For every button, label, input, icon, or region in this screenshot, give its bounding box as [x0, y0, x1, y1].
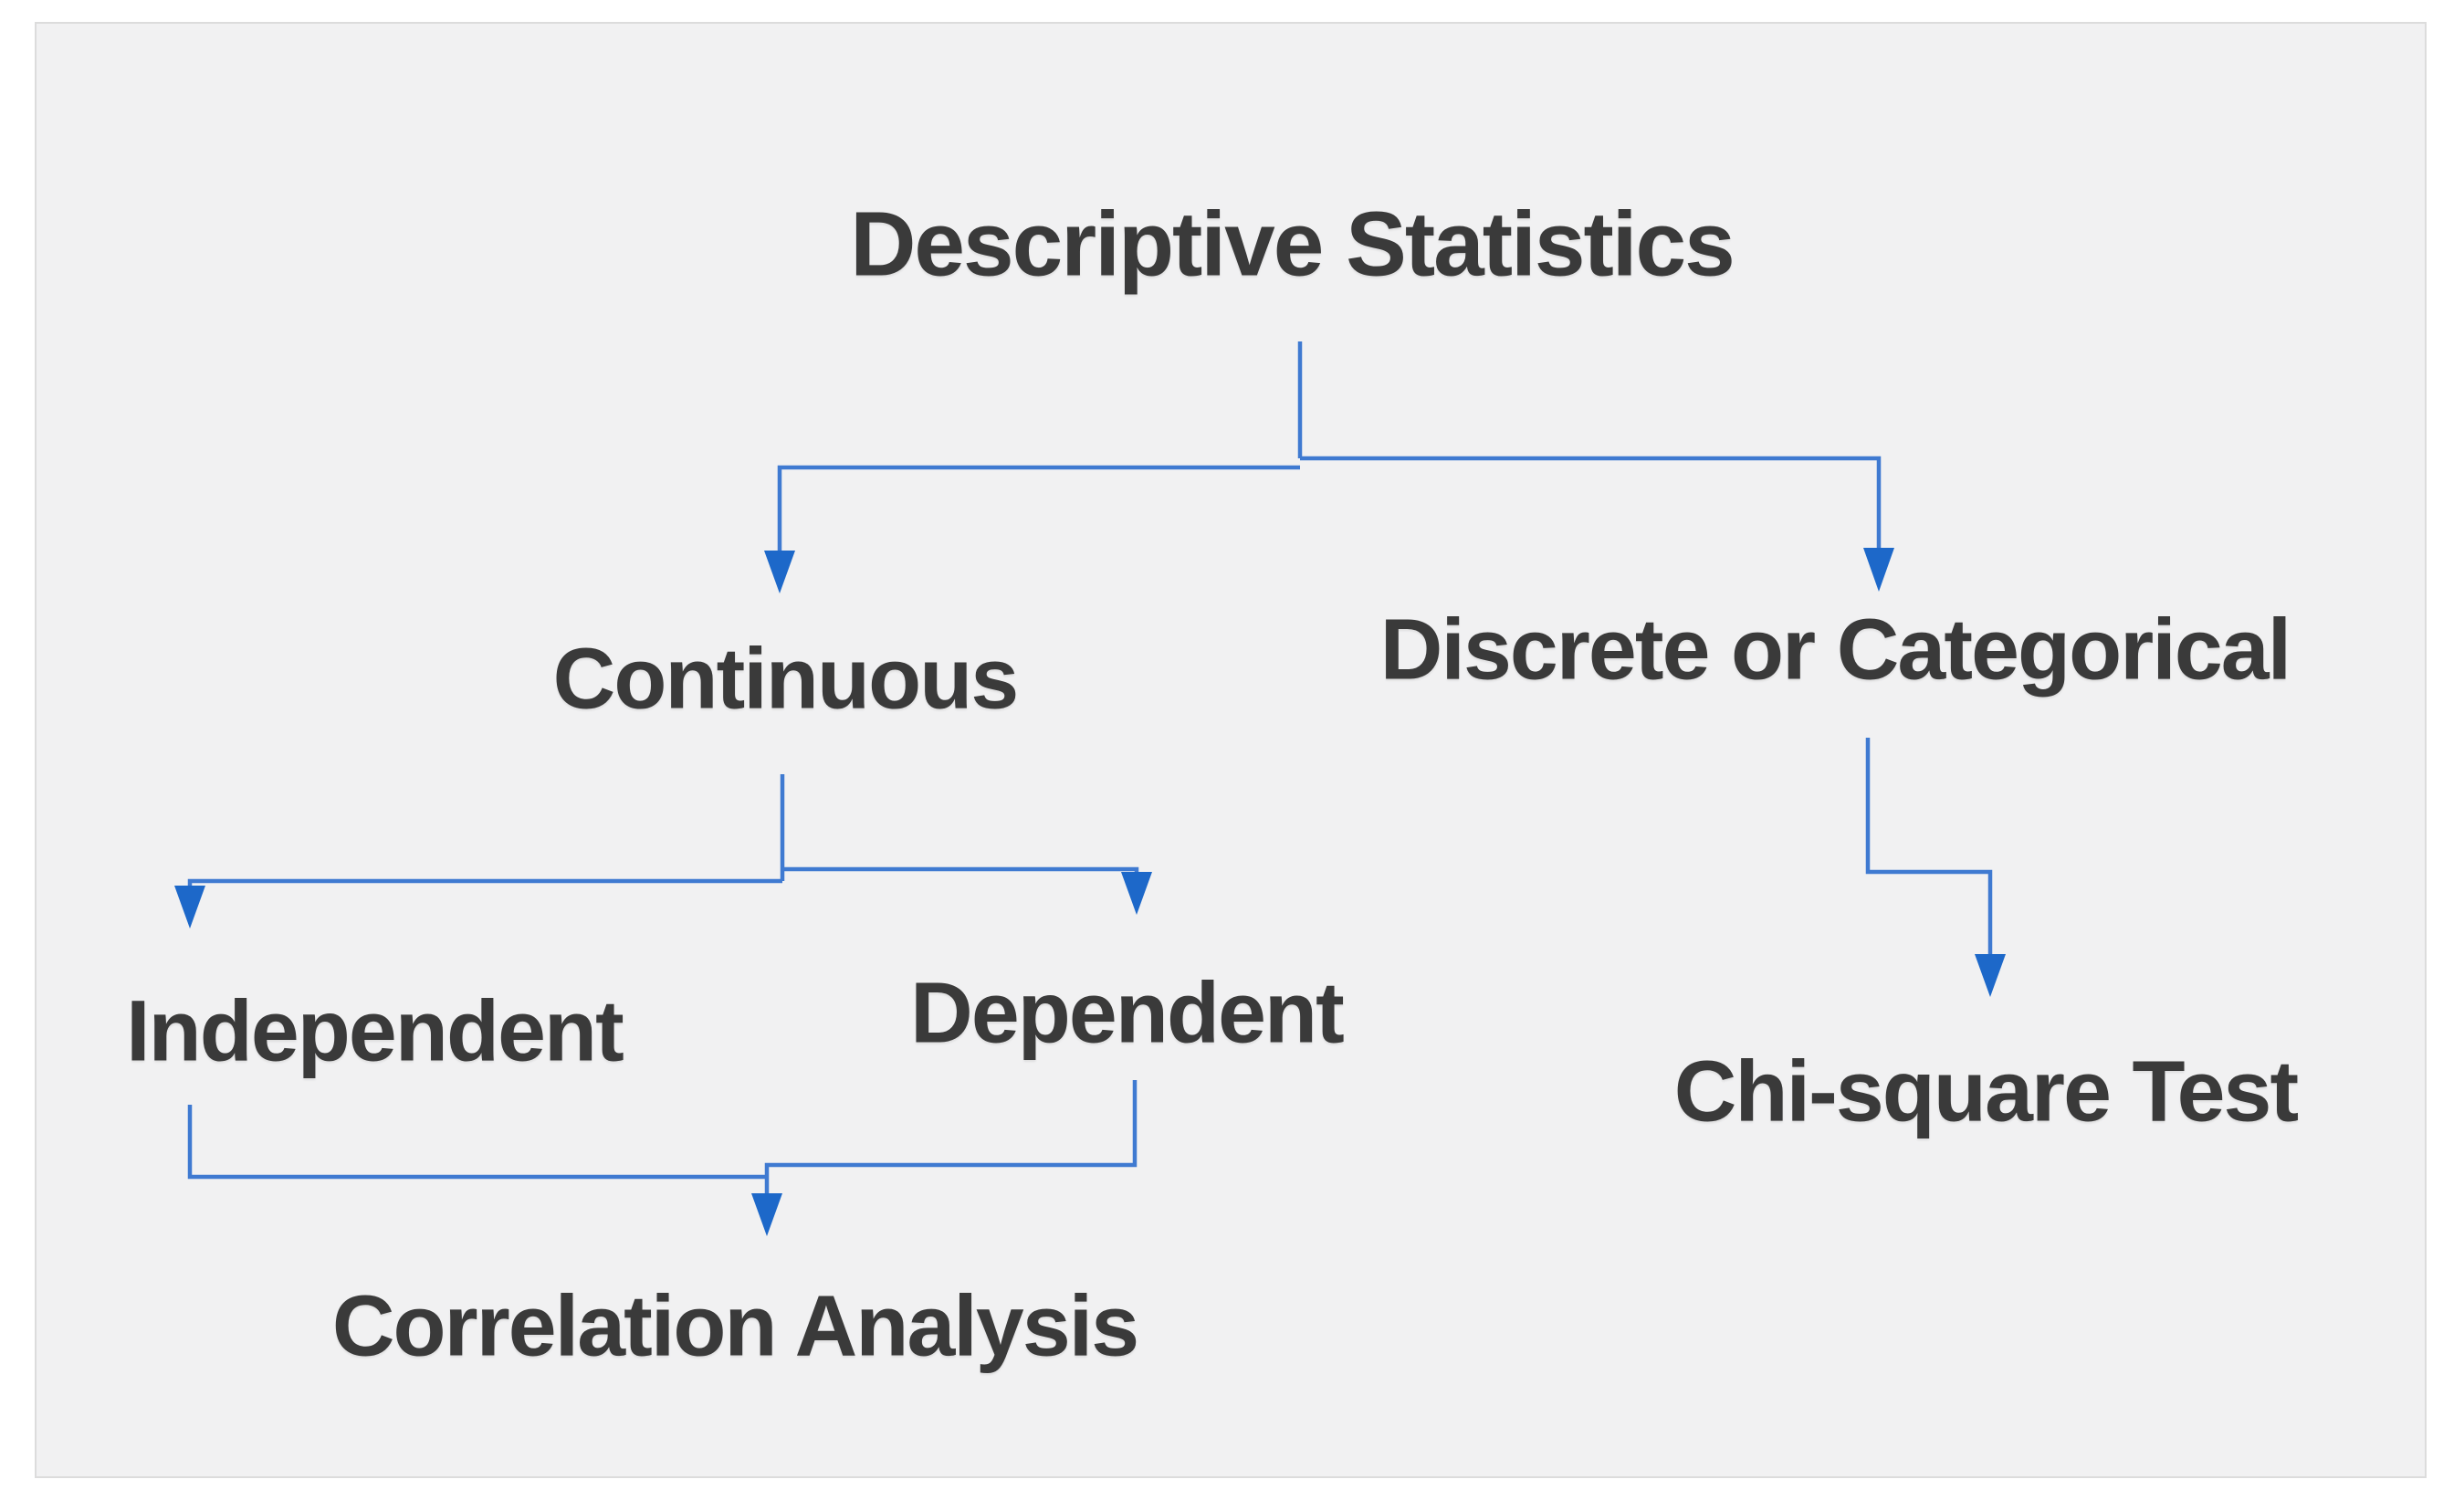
edge-root-discrete	[1300, 456, 1882, 550]
canvas-panel	[35, 22, 2427, 1478]
node-dependent: Dependent	[910, 964, 1345, 1062]
edge-continuous-dependent	[782, 866, 1139, 874]
arrowhead-independent-icon	[174, 886, 205, 929]
edge-independent-merge	[187, 1105, 769, 1180]
edge-continuous-independent	[187, 878, 782, 887]
arrowhead-continuous-icon	[764, 551, 795, 593]
node-correlation-analysis: Correlation Analysis	[331, 1277, 1139, 1375]
arrowhead-correlation-icon	[751, 1193, 782, 1236]
node-chi-square-test: Chi-square Test	[1673, 1043, 2299, 1140]
node-independent: Independent	[126, 982, 624, 1080]
node-discrete-or-categorical: Discrete or Categorical	[1379, 601, 2291, 698]
node-continuous: Continuous	[552, 630, 1020, 728]
edge-root-continuous	[777, 465, 1300, 552]
arrowhead-chisquare-icon	[1975, 954, 2006, 997]
edge-discrete-chisquare	[1865, 738, 1993, 956]
arrowhead-dependent-icon	[1121, 872, 1152, 915]
edge-dependent-correlation	[764, 1080, 1138, 1195]
arrowhead-discrete-icon	[1863, 548, 1894, 592]
node-descriptive-statistics: Descriptive Statistics	[850, 193, 1735, 296]
